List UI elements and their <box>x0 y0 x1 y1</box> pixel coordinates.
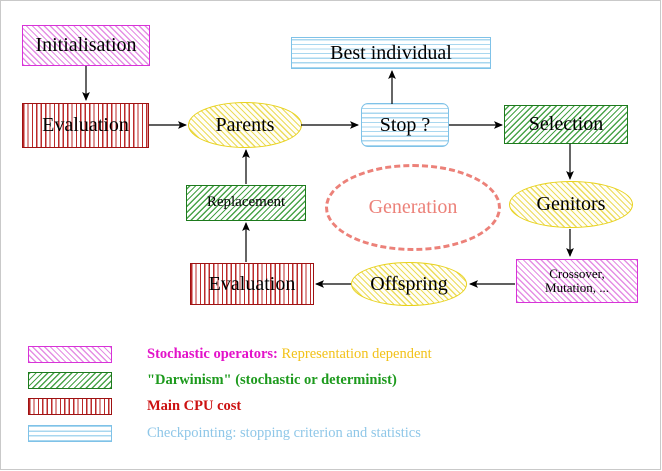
node-stop-label: Stop ? <box>379 113 431 136</box>
node-parents-label: Parents <box>215 113 275 136</box>
node-replacement-label: Replacement <box>206 194 286 211</box>
node-replacement[interactable]: Replacement <box>186 185 306 221</box>
node-generation-label: Generation <box>368 196 458 218</box>
legend-swatch-red-vertical <box>28 398 112 415</box>
legend-label-cpu-cost: Main CPU cost <box>147 398 242 414</box>
node-crossover-line2: Mutation, ... <box>545 280 609 295</box>
node-evaluation-top[interactable]: Evaluation <box>22 103 149 148</box>
node-crossover-mutation[interactable]: Crossover, Mutation, ... <box>516 259 638 303</box>
node-crossover-line1: Crossover, <box>549 266 605 282</box>
node-parents[interactable]: Parents <box>188 102 302 148</box>
legend-label-representation-dependent: Representation dependent <box>281 346 432 362</box>
node-evaluation-top-label: Evaluation <box>42 114 129 136</box>
legend-row-checkpointing: Checkpointing: stopping criterion and st… <box>28 425 421 442</box>
node-offspring-label: Offspring <box>370 272 448 295</box>
node-evaluation-bottom[interactable]: Evaluation <box>190 263 314 305</box>
node-selection-label: Selection <box>528 113 604 135</box>
node-stop[interactable]: Stop ? <box>361 103 449 147</box>
legend-swatch-green-hatch <box>28 372 112 389</box>
legend-row-darwinism: "Darwinism" (stochastic or determinist) <box>28 372 397 389</box>
node-initialisation-label: Initialisation <box>35 34 137 56</box>
node-offspring[interactable]: Offspring <box>351 262 467 306</box>
node-selection[interactable]: Selection <box>504 105 628 144</box>
node-genitors-label: Genitors <box>536 193 606 215</box>
legend-row-cpu-cost: Main CPU cost <box>28 398 241 415</box>
node-genitors[interactable]: Genitors <box>509 181 633 228</box>
legend-label-darwinism: "Darwinism" (stochastic or determinist) <box>147 372 397 388</box>
node-evaluation-bottom-label: Evaluation <box>208 272 296 295</box>
node-best-individual[interactable]: Best individual <box>291 37 491 69</box>
legend-label-checkpointing: Checkpointing: stopping criterion and st… <box>147 425 421 441</box>
legend-swatch-magenta-hatch <box>28 346 112 363</box>
node-initialisation[interactable]: Initialisation <box>22 25 150 66</box>
legend-label-stochastic-operators: Stochastic operators: <box>147 346 278 362</box>
node-best-individual-label: Best individual <box>330 41 452 64</box>
node-generation: Generation <box>325 164 501 251</box>
legend-swatch-blue-horizontal <box>28 425 112 442</box>
legend-row-stochastic-operators: Stochastic operators: Representation dep… <box>28 346 432 363</box>
legend-text-stochastic-operators: Stochastic operators: Representation dep… <box>147 346 432 363</box>
